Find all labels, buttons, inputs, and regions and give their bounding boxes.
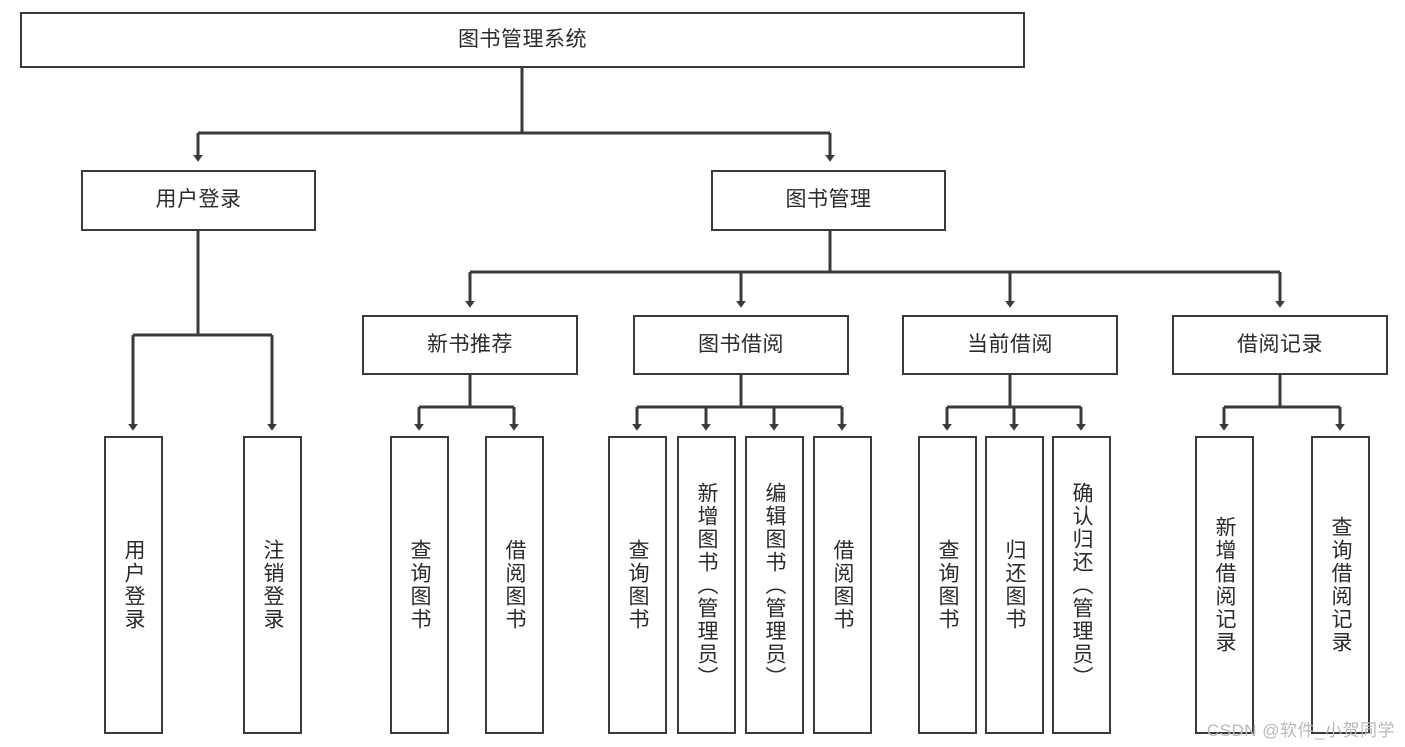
leaf-current-borrow-query[interactable]: 查询图书 [918,436,977,734]
node-root[interactable]: 图书管理系统 [20,12,1025,68]
leaf-label: 查询图书 [936,539,959,631]
leaf-user-login-login[interactable]: 用户登录 [104,436,163,734]
leaf-current-borrow-confirm-return[interactable]: 确认归还（管理员） [1052,436,1111,734]
leaf-label: 查询图书 [408,539,431,631]
leaf-label: 用户登录 [122,539,145,631]
node-user-login-label: 用户登录 [155,188,242,212]
leaf-label: 查询图书 [626,539,649,631]
leaf-label: 新增借阅记录 [1213,516,1236,654]
node-current-borrow[interactable]: 当前借阅 [902,315,1118,375]
node-borrow-record[interactable]: 借阅记录 [1172,315,1388,375]
leaf-borrow-record-query[interactable]: 查询借阅记录 [1311,436,1370,734]
leaf-label: 查询借阅记录 [1329,516,1352,654]
leaf-label: 确认归还（管理员） [1070,481,1093,689]
leaf-label: 借阅图书 [503,539,526,631]
leaf-new-book-borrow[interactable]: 借阅图书 [485,436,544,734]
node-book-borrow-label: 图书借阅 [698,332,784,356]
node-root-label: 图书管理系统 [458,27,587,51]
leaf-label: 新增图书（管理员） [695,481,718,689]
leaf-book-borrow-edit[interactable]: 编辑图书（管理员） [745,436,804,734]
leaf-book-borrow-query[interactable]: 查询图书 [608,436,667,734]
leaf-label: 注销登录 [261,539,284,631]
node-book-management[interactable]: 图书管理 [711,170,946,231]
leaf-label: 借阅图书 [831,539,854,631]
node-current-borrow-label: 当前借阅 [967,332,1053,356]
node-new-book-recommend[interactable]: 新书推荐 [362,315,578,375]
node-book-management-label: 图书管理 [785,188,872,212]
leaf-new-book-query[interactable]: 查询图书 [390,436,449,734]
leaf-book-borrow-add[interactable]: 新增图书（管理员） [677,436,736,734]
node-new-book-recommend-label: 新书推荐 [427,332,513,356]
node-user-login[interactable]: 用户登录 [81,170,316,231]
node-borrow-record-label: 借阅记录 [1237,332,1323,356]
leaf-borrow-record-add[interactable]: 新增借阅记录 [1195,436,1254,734]
leaf-user-login-logout[interactable]: 注销登录 [243,436,302,734]
leaf-label: 归还图书 [1003,539,1026,631]
leaf-current-borrow-return[interactable]: 归还图书 [985,436,1044,734]
node-book-borrow[interactable]: 图书借阅 [633,315,849,375]
leaf-label: 编辑图书（管理员） [763,481,786,689]
leaf-book-borrow-borrow[interactable]: 借阅图书 [813,436,872,734]
